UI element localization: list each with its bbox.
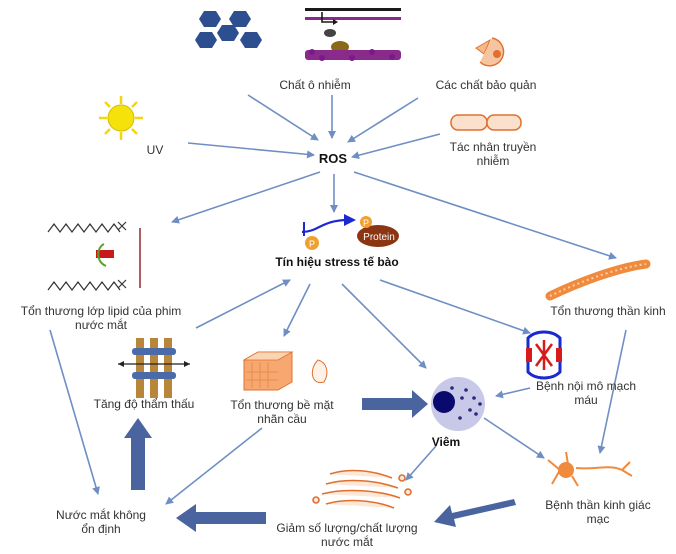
arrow-infectious-to-ros: [351, 133, 441, 160]
endothelial-label-2: máu: [574, 393, 598, 407]
arrow-uv-to-ros: [187, 142, 315, 159]
tear-reduction-label-2: nước mắt: [321, 535, 373, 549]
preservatives-label: Các chất bảo quản: [435, 78, 537, 92]
inflammatory-cell-icon: [431, 377, 485, 431]
arrow-ros-to-nerve: [353, 171, 617, 260]
protein-label: Protein: [363, 232, 395, 243]
lipid-damage-label-2: nước mắt: [75, 318, 127, 332]
stress-signal-label: Tín hiệu stress tế bào: [275, 255, 399, 269]
corneal-neuropathy-label-2: mạc: [586, 512, 610, 526]
arrow-lipid-to-signal: [195, 279, 291, 329]
surface-damage-label-1: Tổn thương bề mặt: [230, 398, 334, 412]
pollutant-hexagons-icon: [195, 11, 262, 48]
bacteria-icon: [450, 114, 522, 131]
unstable-tear-label-1: Nước mắt không: [56, 508, 146, 522]
unstable-tear-label-2: ổn định: [81, 522, 121, 536]
pollutants-label: Chất ô nhiễm: [279, 78, 351, 92]
arrow-signal-to-surface: [283, 283, 311, 337]
phosphate-label-2: P: [363, 218, 369, 228]
surface-damage-label-2: nhãn cầu: [257, 412, 307, 426]
arrow-inflammation-to-neuropathy: [483, 417, 545, 459]
arrow-signal-to-endothelial: [379, 279, 531, 335]
ros-label: ROS: [318, 151, 348, 166]
sun-uv-icon: [99, 96, 143, 140]
arrow-lipid-to-unstable: [49, 329, 100, 495]
arrow-nerve-to-neuropathy: [597, 329, 627, 454]
lipid-damage-label-1: Tổn thương lớp lipid của phim: [20, 304, 182, 318]
arrow-ros-to-lipid: [171, 171, 321, 224]
endothelial-label-1: Bệnh nội mô mạch: [535, 379, 637, 393]
nerve-fiber-icon: [545, 259, 651, 301]
ocular-surface-icon: [242, 351, 328, 391]
uv-label: UV: [146, 143, 164, 157]
block-arrow-reduction-to-unstable: [176, 504, 266, 532]
block-arrow-neuropathy-to-reduction: [434, 499, 516, 527]
block-arrows: [124, 390, 516, 532]
arrow-surface-to-unstable: [165, 427, 263, 505]
preservative-icon: [475, 37, 505, 67]
infectious-agents-label-1: Tác nhân truyền: [449, 140, 537, 154]
arrow-pollutants-left-to-ros: [247, 94, 319, 141]
lipid-layer-icon: [47, 221, 141, 291]
golgi-tear-gland-icon: [312, 469, 412, 509]
corneal-neuropathy-label-1: Bệnh thần kinh giác: [545, 498, 651, 512]
infectious-agents-label-2: nhiễm: [476, 154, 510, 168]
stress-signal-icon: P P Protein: [301, 214, 399, 250]
arrow-preservatives-to-ros: [347, 97, 419, 143]
tear-reduction-label-1: Giảm số lượng/chất lượng: [276, 521, 418, 535]
thin-arrows: [49, 94, 627, 505]
arrow-inflammation-to-reduction: [405, 445, 437, 481]
blood-vessel-icon: [526, 330, 562, 380]
block-arrow-surface-to-inflammation: [362, 390, 428, 418]
nerve-damage-label: Tổn thương thần kinh: [550, 304, 666, 318]
osmolarity-channel-icon: [118, 338, 190, 398]
dna-membrane-icon: [305, 8, 401, 61]
arrow-signal-to-inflammation: [341, 283, 427, 369]
block-arrow-unstable-to-osmolarity: [124, 418, 152, 490]
corneal-neuron-icon: [547, 451, 633, 487]
arrow-endothelial-to-inflammation: [495, 387, 531, 399]
osmolarity-label: Tăng độ thẩm thấu: [93, 397, 195, 411]
inflammation-label: Viêm: [431, 435, 461, 449]
phosphate-label: P: [309, 239, 315, 249]
